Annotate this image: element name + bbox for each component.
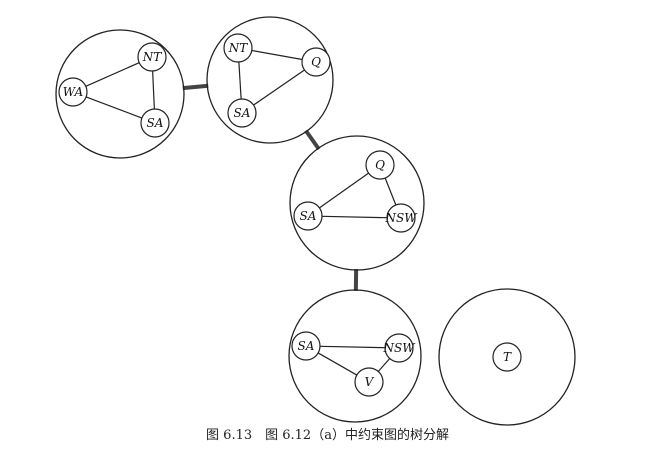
variable-node-v bbox=[354, 367, 384, 397]
subproblem-b2: NT Q SA bbox=[206, 16, 334, 144]
constraint-edge-SA-Q bbox=[319, 172, 369, 209]
variable-label-q: Q bbox=[311, 55, 321, 69]
subproblem-b3: Q SA NSW bbox=[289, 135, 425, 271]
variable-label-wa: WA bbox=[63, 85, 84, 99]
constraint-edge-WA-SA bbox=[85, 96, 143, 119]
variable-label-q: Q bbox=[375, 158, 385, 172]
subproblem-circle bbox=[288, 289, 422, 423]
variable-node-nt bbox=[223, 33, 253, 63]
constraint-edge-NT-Q bbox=[251, 49, 303, 61]
variable-label-nt: NT bbox=[142, 50, 163, 64]
variable-label-v: V bbox=[365, 375, 375, 389]
variable-label-nsw: NSW bbox=[384, 211, 418, 225]
subproblem-b4: SA NSW V bbox=[288, 289, 422, 423]
variable-node-sa bbox=[227, 98, 257, 128]
subproblem-circle bbox=[438, 288, 576, 426]
variable-label-sa: SA bbox=[234, 106, 251, 120]
variable-label-sa: SA bbox=[147, 116, 164, 130]
variable-node-sa bbox=[140, 108, 170, 138]
variable-label-nt: NT bbox=[228, 41, 249, 55]
variable-node-nsw bbox=[386, 203, 416, 233]
constraint-edge-NT-SA bbox=[152, 70, 155, 110]
variable-label-nsw: NSW bbox=[382, 341, 416, 355]
subproblem-circle bbox=[206, 16, 334, 144]
variable-node-nsw bbox=[384, 333, 414, 363]
variable-node-q bbox=[365, 150, 395, 180]
variable-node-wa bbox=[58, 77, 88, 107]
tree-link-b2-b3 bbox=[304, 129, 321, 151]
tree-link-b1-b2 bbox=[182, 83, 209, 91]
variable-node-q bbox=[301, 47, 331, 77]
subproblem-b1: WA NT SA bbox=[55, 29, 185, 159]
subproblem-circle bbox=[55, 29, 185, 159]
constraint-edge-Q-SA bbox=[253, 69, 305, 106]
constraint-edge-Q-NSW bbox=[384, 177, 397, 206]
subproblem-blocks: WA NT SA NT Q SA Q SA NSW SA NSW V T bbox=[55, 16, 576, 426]
variable-label-t: T bbox=[503, 350, 512, 364]
constraint-edge-NSW-V bbox=[377, 358, 391, 372]
subproblem-b5: T bbox=[438, 288, 576, 426]
variable-node-sa bbox=[293, 201, 323, 231]
constraint-edge-SA-NSW bbox=[319, 345, 386, 349]
variable-node-t bbox=[492, 342, 522, 372]
subproblem-circle bbox=[289, 135, 425, 271]
variable-node-sa bbox=[291, 331, 321, 361]
constraint-edge-SA-NSW bbox=[321, 215, 388, 219]
variable-label-sa: SA bbox=[298, 339, 315, 353]
figure-caption: 图 6.13 图 6.12（a）中约束图的树分解 bbox=[206, 428, 449, 443]
tree-links bbox=[182, 83, 359, 292]
variable-label-sa: SA bbox=[300, 209, 317, 223]
variable-node-nt bbox=[137, 42, 167, 72]
constraint-edge-NT-SA bbox=[238, 61, 242, 100]
constraint-edge-WA-NT bbox=[85, 62, 140, 87]
constraint-edge-SA-V bbox=[317, 352, 358, 376]
